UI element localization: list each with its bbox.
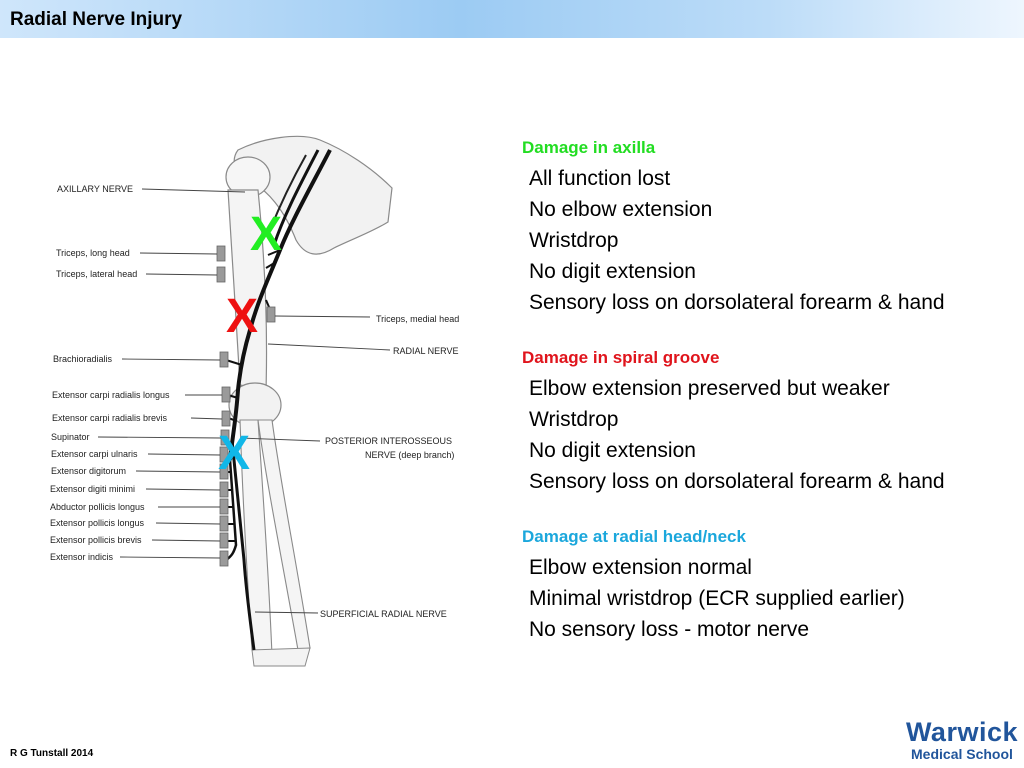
right-labels: Triceps, medial head RADIAL NERVE POSTER… xyxy=(320,314,459,619)
logo-wordmark: Warwick xyxy=(905,717,1018,747)
section-line: Wristdrop xyxy=(529,229,619,252)
lesion-marker-spiral-groove: X xyxy=(226,290,258,343)
section-line: Minimal wristdrop (ECR supplied earlier) xyxy=(529,587,905,610)
section-spiral-groove: Damage in spiral groove Elbow extension … xyxy=(522,348,1002,497)
section-line: No digit extension xyxy=(529,260,696,283)
title-bar: Radial Nerve Injury xyxy=(0,0,1024,40)
section-line: Elbow extension preserved but weaker xyxy=(529,377,890,400)
label-extensor-digiti-minimi: Extensor digiti minimi xyxy=(50,484,135,494)
label-supinator: Supinator xyxy=(51,432,90,442)
label-ecrl: Extensor carpi radialis longus xyxy=(52,390,170,400)
label-deep-branch: NERVE (deep branch) xyxy=(365,450,454,460)
section-axilla: Damage in axilla All function lost No el… xyxy=(522,138,1002,318)
label-extensor-digitorum: Extensor digitorum xyxy=(51,466,126,476)
label-epb: Extensor pollicis brevis xyxy=(50,535,142,545)
lesion-marker-radial-head: X xyxy=(218,427,250,480)
radial-nerve-illustration: AXILLARY NERVE Triceps, long head Tricep… xyxy=(40,125,480,675)
label-triceps-long: Triceps, long head xyxy=(56,248,130,258)
section-heading: Damage in axilla xyxy=(522,138,656,157)
radial-nerve-main xyxy=(228,149,332,461)
injury-sections: Damage in axilla All function lost No el… xyxy=(522,138,1002,675)
label-ecu: Extensor carpi ulnaris xyxy=(51,449,138,459)
label-ecrb: Extensor carpi radialis brevis xyxy=(52,413,168,423)
arm-diagram: AXILLARY NERVE Triceps, long head Tricep… xyxy=(50,135,459,667)
label-triceps-medial: Triceps, medial head xyxy=(376,314,459,324)
label-brachioradialis: Brachioradialis xyxy=(53,354,113,364)
section-line: Wristdrop xyxy=(529,408,619,431)
leader-lines xyxy=(97,188,391,614)
section-heading: Damage at radial head/neck xyxy=(522,527,746,546)
section-line: Sensory loss on dorsolateral forearm & h… xyxy=(529,470,945,493)
section-radial-head: Damage at radial head/neck Elbow extensi… xyxy=(522,527,1002,645)
section-heading: Damage in spiral groove xyxy=(522,348,720,367)
cord-branch xyxy=(269,154,307,231)
section-line: No digit extension xyxy=(529,439,696,462)
section-line: All function lost xyxy=(529,167,671,190)
left-labels: AXILLARY NERVE Triceps, long head Tricep… xyxy=(50,184,170,562)
wrist-shape xyxy=(251,647,311,667)
label-triceps-lateral: Triceps, lateral head xyxy=(56,269,137,279)
deep-branch xyxy=(225,459,238,562)
section-line: No sensory loss - motor nerve xyxy=(529,618,810,641)
label-posterior-interosseous: POSTERIOR INTEROSSEOUS xyxy=(325,436,452,446)
label-apl: Abductor pollicis longus xyxy=(50,502,145,512)
label-extensor-indicis: Extensor indicis xyxy=(50,552,114,562)
logo-subtitle: Medical School xyxy=(911,746,1013,762)
label-epl: Extensor pollicis longus xyxy=(50,518,145,528)
slide-title: Radial Nerve Injury xyxy=(10,9,183,30)
section-line: Elbow extension normal xyxy=(529,556,752,579)
section-line: No elbow extension xyxy=(529,198,713,221)
label-radial-nerve: RADIAL NERVE xyxy=(393,346,459,356)
axillary-cord xyxy=(272,149,320,246)
attachment-markers xyxy=(216,245,276,567)
section-line: Sensory loss on dorsolateral forearm & h… xyxy=(529,291,945,314)
author-credit: R G Tunstall 2014 xyxy=(10,748,94,759)
label-axillary-nerve: AXILLARY NERVE xyxy=(57,184,133,194)
label-superficial-radial: SUPERFICIAL RADIAL NERVE xyxy=(320,609,447,619)
lesion-marker-axilla: X xyxy=(250,208,282,261)
superficial-branch xyxy=(230,439,256,651)
warwick-logo: Warwick Medical School xyxy=(906,718,1018,762)
